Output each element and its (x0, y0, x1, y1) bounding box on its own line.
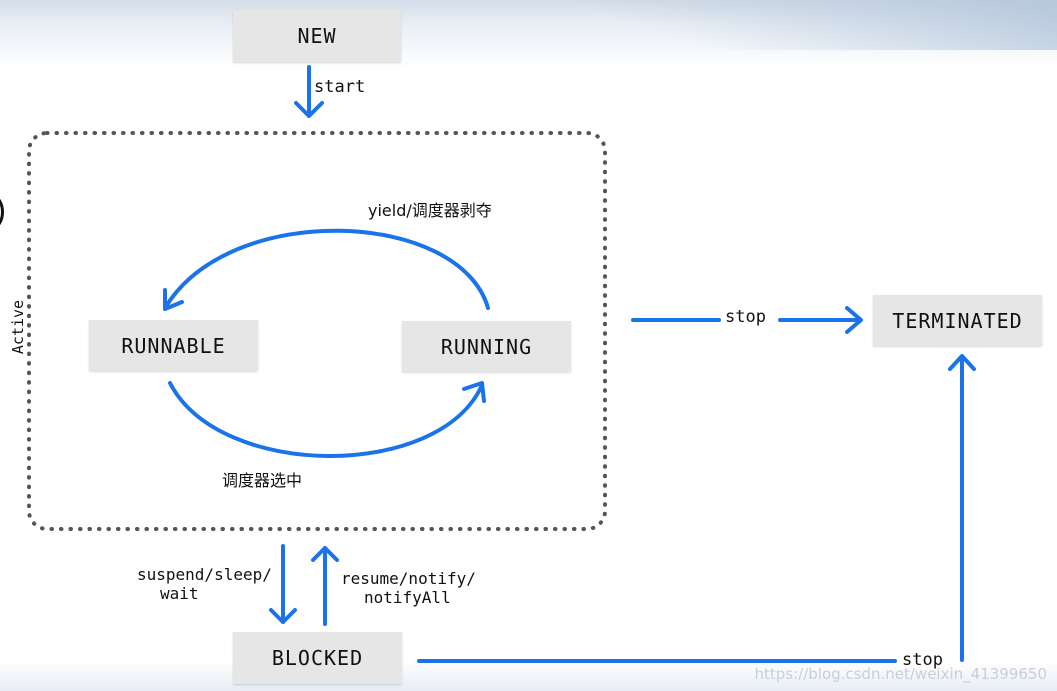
stop-arrow-running-head (845, 306, 863, 334)
label-resume-line-1: resume/notify/ (341, 569, 476, 588)
label-stop-blocked: stop (902, 650, 943, 670)
resume-arrow-head (311, 546, 339, 562)
yield-arc-head (163, 288, 184, 311)
top-right-background-gradient (537, 0, 1057, 50)
state-blocked: BLOCKED (233, 632, 402, 684)
label-scheduler-selects: 调度器选中 (222, 471, 303, 490)
label-start: start (314, 77, 366, 97)
start-arrow-head (294, 101, 324, 118)
state-running: RUNNING (402, 321, 571, 372)
label-suspend-line-1: suspend/sleep/ (137, 565, 272, 584)
scheduler-select-arc (168, 381, 484, 458)
active-side-label: Active (9, 299, 27, 355)
label-suspend-line-2: wait (160, 584, 199, 603)
stop-arrow-blocked-head (948, 354, 976, 371)
label-resume-line-2: notifyAll (364, 588, 451, 607)
active-region-boundary (27, 131, 607, 531)
bottom-background-gradient (0, 661, 1057, 691)
label-yield: yield/调度器剥夺 (368, 201, 492, 220)
watermark-url: https://blog.csdn.net/weixin_41399650 (754, 665, 1047, 683)
state-runnable: RUNNABLE (89, 320, 258, 371)
label-stop-running: stop (725, 307, 766, 327)
yield-arc (163, 228, 490, 310)
scheduler-select-arc-head (462, 381, 486, 403)
state-new: NEW (233, 10, 401, 62)
suspend-arrow-head (269, 608, 297, 624)
state-terminated: TERMINATED (873, 295, 1042, 346)
